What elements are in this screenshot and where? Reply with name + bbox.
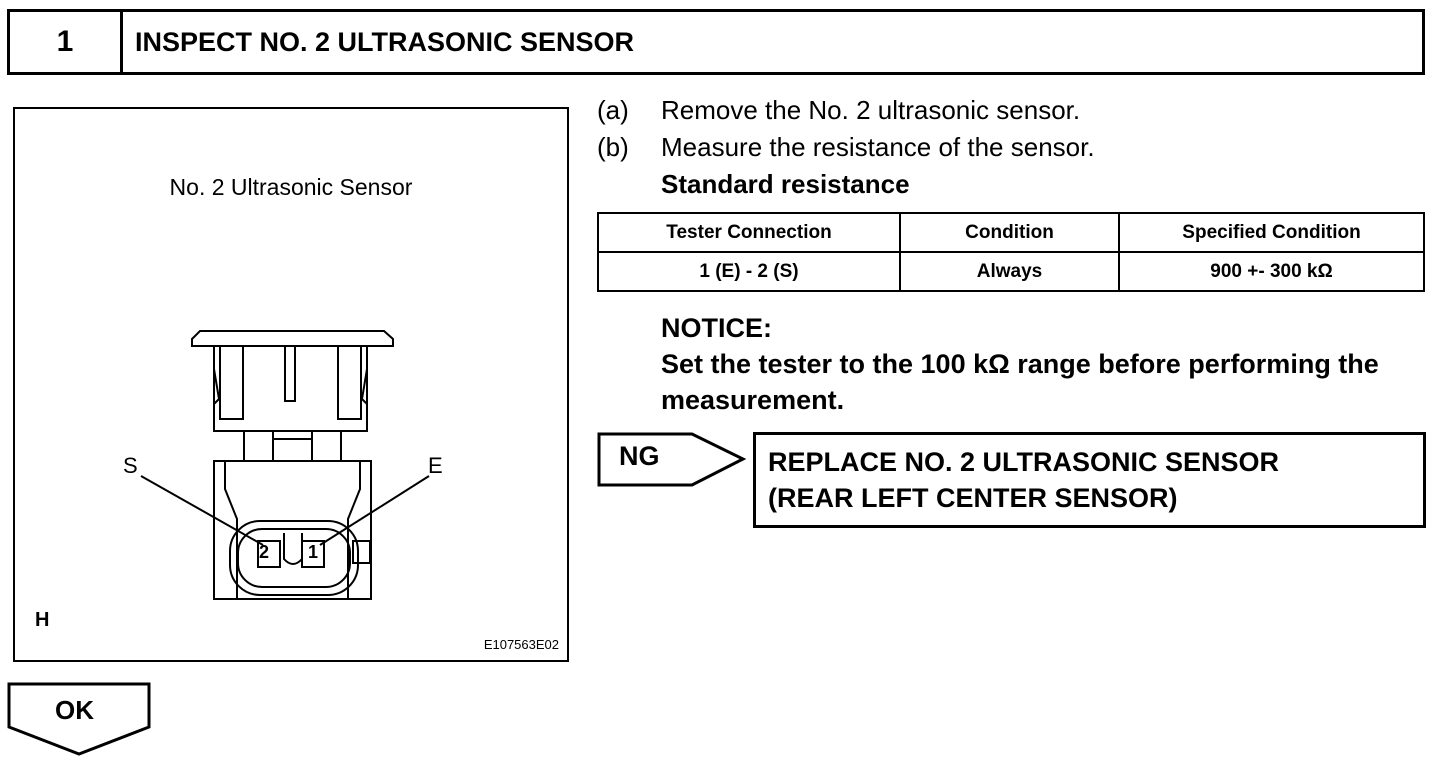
- pin-2-label: 2: [259, 542, 270, 562]
- instructions: (a) Remove the No. 2 ultrasonic sensor. …: [597, 92, 1095, 203]
- pin-e-label: E: [428, 453, 443, 478]
- step-header: 1 INSPECT NO. 2 ULTRASONIC SENSOR: [7, 9, 1425, 75]
- instruction-marker: (a): [597, 95, 629, 125]
- ng-label: NG: [619, 441, 660, 471]
- step-title: INSPECT NO. 2 ULTRASONIC SENSOR: [135, 26, 635, 57]
- step-number: 1: [10, 12, 123, 72]
- ng-branch: NG: [597, 432, 747, 487]
- instruction-a: (a) Remove the No. 2 ultrasonic sensor.: [597, 92, 1095, 129]
- ok-branch: OK: [7, 682, 152, 756]
- pin-1-label: 1: [308, 542, 319, 562]
- notice-title: NOTICE:: [661, 313, 772, 343]
- table-header: Specified Condition: [1118, 212, 1425, 253]
- ng-action-box: REPLACE NO. 2 ULTRASONIC SENSOR (REAR LE…: [753, 432, 1426, 528]
- table-cell: 1 (E) - 2 (S): [597, 251, 901, 292]
- figure-corner-letter: H: [35, 609, 50, 631]
- instruction-b: (b) Measure the resistance of the sensor…: [597, 129, 1095, 166]
- table-header: Condition: [899, 212, 1120, 253]
- notice-text: Set the tester to the 100 kΩ range befor…: [661, 349, 1379, 415]
- instruction-marker: (b): [597, 132, 629, 162]
- figure-caption: No. 2 Ultrasonic Sensor: [169, 174, 413, 200]
- resistance-table: Tester Connection Condition Specified Co…: [597, 212, 1425, 292]
- figure-code: E107563E02: [483, 637, 559, 652]
- ng-action-line2: (REAR LEFT CENTER SENSOR): [768, 483, 1178, 513]
- ng-action-line1: REPLACE NO. 2 ULTRASONIC SENSOR: [768, 447, 1280, 477]
- sensor-drawing: [140, 330, 430, 600]
- table-row: 1 (E) - 2 (S) Always 900 +- 300 kΩ: [597, 251, 1425, 292]
- table-cell: Always: [899, 251, 1120, 292]
- sensor-illustration: No. 2 Ultrasonic Sensor: [13, 107, 569, 662]
- ng-arrow-icon: [597, 432, 747, 487]
- notice: NOTICE: Set the tester to the 100 kΩ ran…: [661, 310, 1431, 418]
- instruction-text: Measure the resistance of the sensor.: [661, 132, 1095, 162]
- table-header: Tester Connection: [597, 212, 901, 253]
- pin-s-label: S: [123, 453, 138, 478]
- table-header-row: Tester Connection Condition Specified Co…: [597, 212, 1425, 253]
- standard-resistance-label: Standard resistance: [661, 169, 910, 199]
- ok-arrow-icon: [7, 682, 151, 756]
- table-cell: 900 +- 300 kΩ: [1118, 251, 1425, 292]
- ok-label: OK: [55, 695, 94, 725]
- instruction-text: Remove the No. 2 ultrasonic sensor.: [661, 95, 1081, 125]
